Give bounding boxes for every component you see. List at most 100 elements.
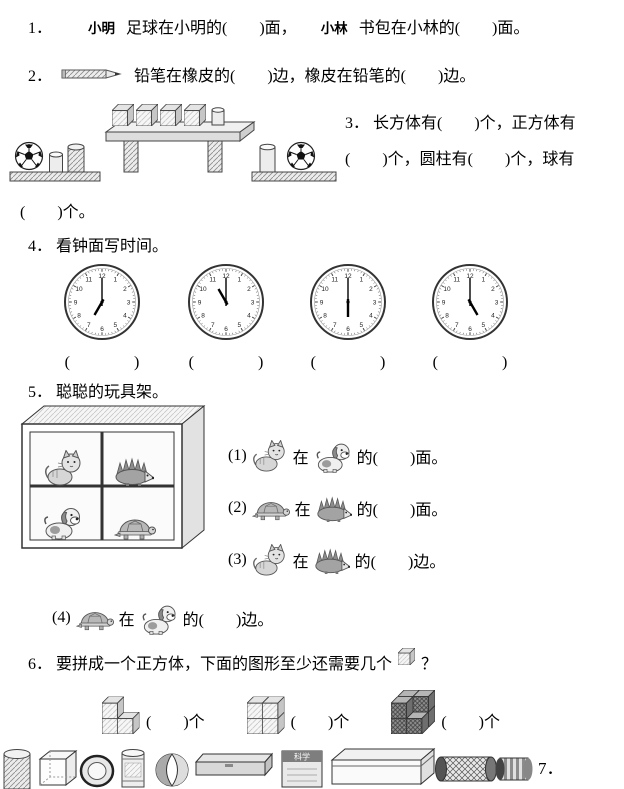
- svg-text:2: 2: [369, 286, 373, 293]
- svg-text:6: 6: [100, 326, 104, 333]
- cube-icon: [184, 104, 206, 126]
- svg-text:10: 10: [443, 286, 451, 293]
- svg-text:5: 5: [481, 322, 485, 329]
- item-text: 在: [292, 554, 309, 571]
- svg-text:10: 10: [321, 286, 329, 293]
- svg-text:2: 2: [123, 286, 127, 293]
- q5-number: 5．: [28, 384, 53, 401]
- cube-cluster-icon: [102, 696, 140, 734]
- svg-text:2: 2: [247, 286, 251, 293]
- q5-item-2: (2) 在 的( )面。: [228, 482, 447, 534]
- svg-text:6: 6: [224, 326, 228, 333]
- svg-text:4: 4: [369, 313, 373, 320]
- q3-line-1: 长方体有( )个，正方体有: [373, 115, 576, 132]
- q3-number: 3．: [345, 115, 370, 132]
- q1-number: 1．: [28, 20, 53, 37]
- item-text: 的( )面。: [356, 502, 448, 519]
- cat-icon: [252, 544, 288, 576]
- patterned-roll-icon: [440, 756, 492, 782]
- q4-title-text: 看钟面写时间。: [56, 238, 169, 255]
- q3-line-2: ( )个，圆柱有( )个，球有: [345, 151, 575, 168]
- turtle-icon: [76, 605, 114, 631]
- cube-figure-2: ( )个: [241, 688, 350, 734]
- question-1: 1． 小明 足球在小明的( )面， 小林 书包在小林的( )面。: [28, 14, 529, 38]
- q5-items: (1) 在 的( )面。 (2) 在 的( )面。 (3) 在 的( )边。: [228, 430, 447, 586]
- cylinder: [259, 146, 276, 173]
- dog-icon: [140, 602, 178, 635]
- svg-text:1: 1: [113, 276, 117, 283]
- can-cylinder: [67, 146, 85, 173]
- cat-icon: [252, 440, 288, 472]
- q5-title-text: 聪聪的玩具架。: [56, 384, 169, 401]
- svg-text:5: 5: [237, 322, 241, 329]
- item-text: 在: [292, 450, 309, 467]
- svg-text:10: 10: [75, 286, 83, 293]
- answer-blank: ( ): [64, 354, 140, 371]
- q6-figures-row: ( )个 ( )个 ( )个: [96, 684, 500, 734]
- q1-text-1: 足球在小明的( )面，: [126, 20, 297, 37]
- answer-blank: ( ): [188, 354, 264, 371]
- svg-text:7: 7: [87, 322, 91, 329]
- svg-text:3: 3: [251, 299, 255, 306]
- question-3: 3． 长方体有( )个，正方体有 ( )个，圆柱有( )个，球有: [345, 106, 576, 178]
- svg-text:8: 8: [201, 313, 205, 320]
- item-text: 在: [294, 502, 311, 519]
- item-text: 的( )边。: [182, 612, 274, 629]
- svg-text:12: 12: [222, 273, 230, 280]
- answer-blank: ( )个: [146, 714, 205, 731]
- svg-text:2: 2: [491, 286, 495, 293]
- svg-text:12: 12: [344, 273, 352, 280]
- item-number: (1): [228, 447, 247, 464]
- question-5-title: 5． 聪聪的玩具架。: [28, 378, 168, 402]
- q3-line-3: ( )个。: [20, 204, 95, 221]
- item-number: (2): [228, 499, 247, 516]
- svg-text:7: 7: [333, 322, 337, 329]
- svg-text:6: 6: [468, 326, 472, 333]
- svg-text:3: 3: [495, 299, 499, 306]
- svg-text:1: 1: [481, 276, 485, 283]
- table-leg: [207, 140, 223, 173]
- svg-text:3: 3: [373, 299, 377, 306]
- cube-cluster-icon: [246, 696, 285, 734]
- svg-text:1: 1: [237, 276, 241, 283]
- answer-blank: ( ): [432, 354, 508, 371]
- svg-text:1: 1: [359, 276, 363, 283]
- cube-icon: [112, 104, 134, 126]
- q7-number: 7．: [538, 759, 564, 778]
- svg-text:8: 8: [323, 313, 327, 320]
- svg-text:4: 4: [491, 313, 495, 320]
- soccer-ball-icon: [14, 141, 44, 171]
- q1-caption-xiaoming: 小明: [88, 21, 116, 36]
- svg-text:11: 11: [453, 276, 460, 283]
- q5-item-4: (4) 在 的( )边。: [52, 592, 273, 644]
- q1-caption-xiaolin: 小林: [320, 21, 348, 36]
- q5-item-3: (3) 在 的( )边。: [228, 534, 447, 586]
- box-icon: [330, 748, 436, 761]
- q7-objects-strip: 科学: [3, 747, 533, 789]
- turtle-icon: [252, 495, 290, 521]
- svg-text:12: 12: [466, 273, 474, 280]
- svg-text:11: 11: [85, 276, 92, 283]
- dog-icon: [314, 440, 352, 473]
- svg-text:3: 3: [127, 299, 131, 306]
- question-4-title: 4． 看钟面写时间。: [28, 232, 168, 256]
- svg-text:9: 9: [442, 299, 446, 306]
- cube-icon: [160, 104, 182, 126]
- cylinder-icon: [3, 753, 31, 789]
- svg-text:9: 9: [74, 299, 78, 306]
- q3-shapes-scene: [9, 104, 337, 182]
- svg-text:11: 11: [209, 276, 216, 283]
- answer-blank: ( )个: [290, 714, 350, 731]
- clock-answer-row: ( ) ( ) ( ) ( ): [0, 348, 624, 372]
- item-number: (3): [228, 551, 247, 568]
- q6-text: 要拼成一个正方体，下面的图形至少还需要几个: [56, 656, 393, 673]
- svg-text:11: 11: [331, 276, 338, 283]
- book-title: 科学: [294, 752, 310, 762]
- q6-number: 6．: [28, 656, 53, 673]
- svg-text:8: 8: [77, 313, 81, 320]
- left-shelf: [9, 171, 101, 182]
- hedgehog-icon: [316, 495, 352, 522]
